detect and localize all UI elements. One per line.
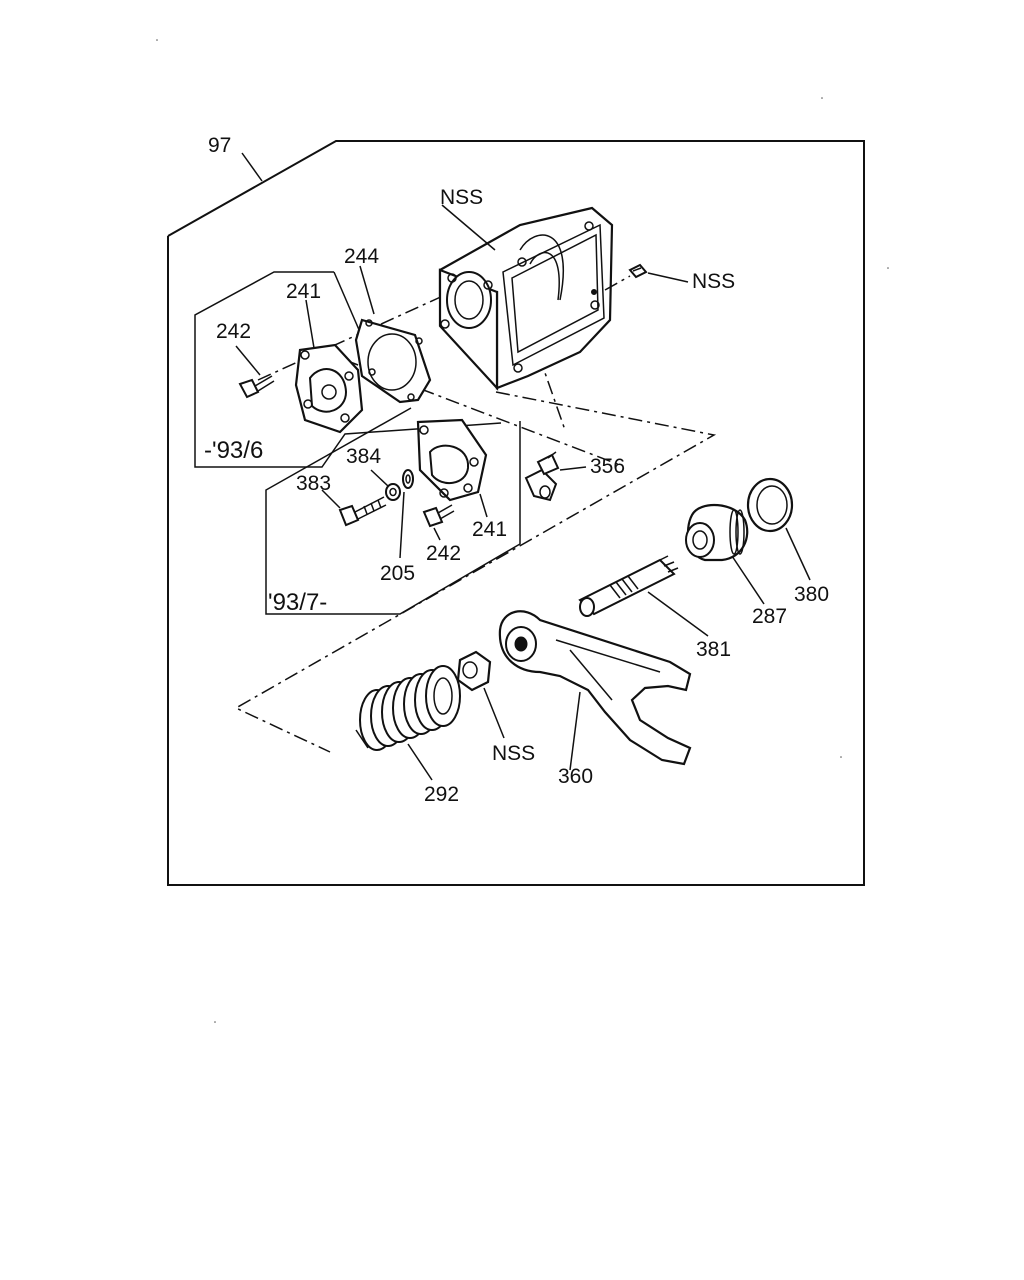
- bolt-late: 242: [422, 504, 461, 565]
- late-version-group: '93/7-: [265, 407, 521, 616]
- housing: NSS: [438, 186, 614, 391]
- callout-gasket-244: 244: [344, 245, 379, 268]
- shift-fork-360: 360: [498, 610, 692, 788]
- fitting-356: 356: [524, 451, 625, 502]
- callout-spring-292: 292: [424, 783, 459, 806]
- washer-205: 205: [380, 469, 415, 585]
- callout-shaft-381: 381: [696, 638, 731, 661]
- date-label-early: -'93/6: [204, 437, 263, 464]
- plug: NSS: [604, 263, 735, 293]
- seal-ring-380: 380: [746, 477, 829, 606]
- callout-bolt-242-late: 242: [426, 542, 461, 565]
- callout-bolt-242-early: 242: [216, 320, 251, 343]
- cover-early: 241: [286, 280, 364, 434]
- callout-washer-384: 384: [346, 445, 381, 468]
- callout-cover-241-early: 241: [286, 280, 321, 303]
- callout-nut-nss: NSS: [492, 742, 535, 765]
- callout-plug-nss: NSS: [692, 270, 735, 293]
- callout-cover-241-late: 241: [472, 518, 507, 541]
- bearing-287: 287: [685, 503, 787, 628]
- bolt-early: 242: [216, 320, 275, 399]
- callout-bolt-383: 383: [296, 472, 331, 495]
- callout-97: 97: [208, 134, 231, 157]
- scan-specks: [156, 39, 889, 1023]
- callout-seal-380: 380: [794, 583, 829, 606]
- date-label-late: '93/7-: [268, 589, 327, 616]
- assembly-frame: 97: [167, 134, 865, 886]
- cover-late: 241: [416, 418, 507, 541]
- washer-384: 384: [346, 445, 401, 501]
- callout-fork-360: 360: [558, 765, 593, 788]
- gasket: 244: [344, 245, 432, 404]
- callout-washer-205: 205: [380, 562, 415, 585]
- bolt-383: 383: [296, 472, 387, 527]
- callout-fitting-356: 356: [590, 455, 625, 478]
- callout-bearing-287: 287: [752, 605, 787, 628]
- callout-housing-nss: NSS: [440, 186, 483, 209]
- spring-292: 292: [355, 665, 461, 806]
- shaft-381: 381: [578, 555, 731, 661]
- early-version-group: -'93/6: [194, 271, 502, 468]
